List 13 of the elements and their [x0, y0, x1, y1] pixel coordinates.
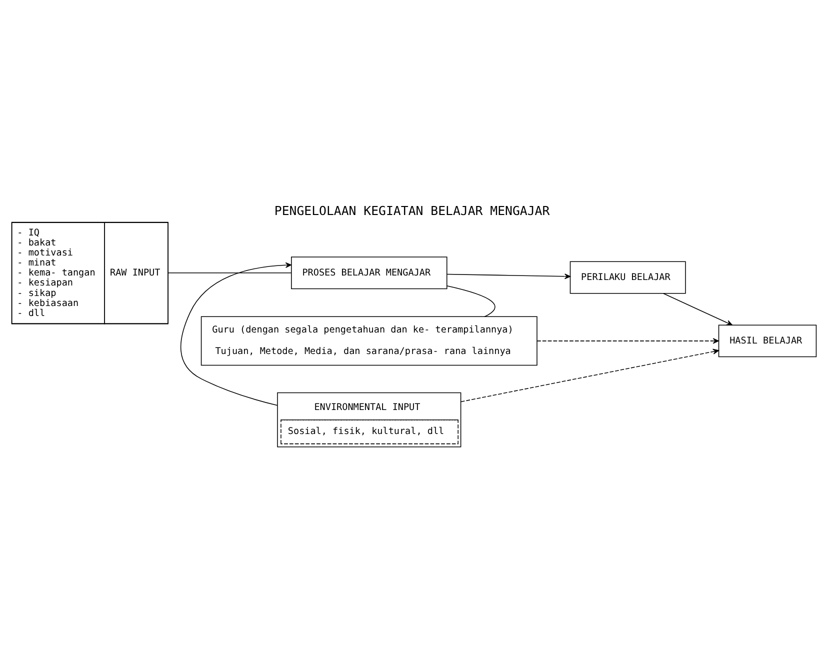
node-box: Guru (dengan segala pengetahuan dan ke- terampilannya) Tujuan, Metode, Media, dan sarana/prasa- rana lainnya	[200, 316, 538, 366]
arrow	[180, 262, 292, 406]
connector	[168, 272, 292, 273]
connector	[446, 285, 496, 317]
arrow	[460, 348, 719, 402]
diagram-title: PENGELOLAAN KEGIATAN BELAJAR MENGAJAR	[274, 204, 550, 218]
arrow	[536, 338, 719, 344]
node-box: PERILAKU BELAJAR	[570, 260, 686, 294]
node-box: PROSES BELAJAR MENGAJAR	[291, 256, 448, 289]
node-box: HASIL BELAJAR	[718, 324, 817, 357]
arrow	[446, 273, 571, 279]
arrow	[663, 292, 733, 325]
node-box: ENVIRONMENTAL INPUT Sosial, fisik, kultural, dll	[277, 392, 462, 447]
